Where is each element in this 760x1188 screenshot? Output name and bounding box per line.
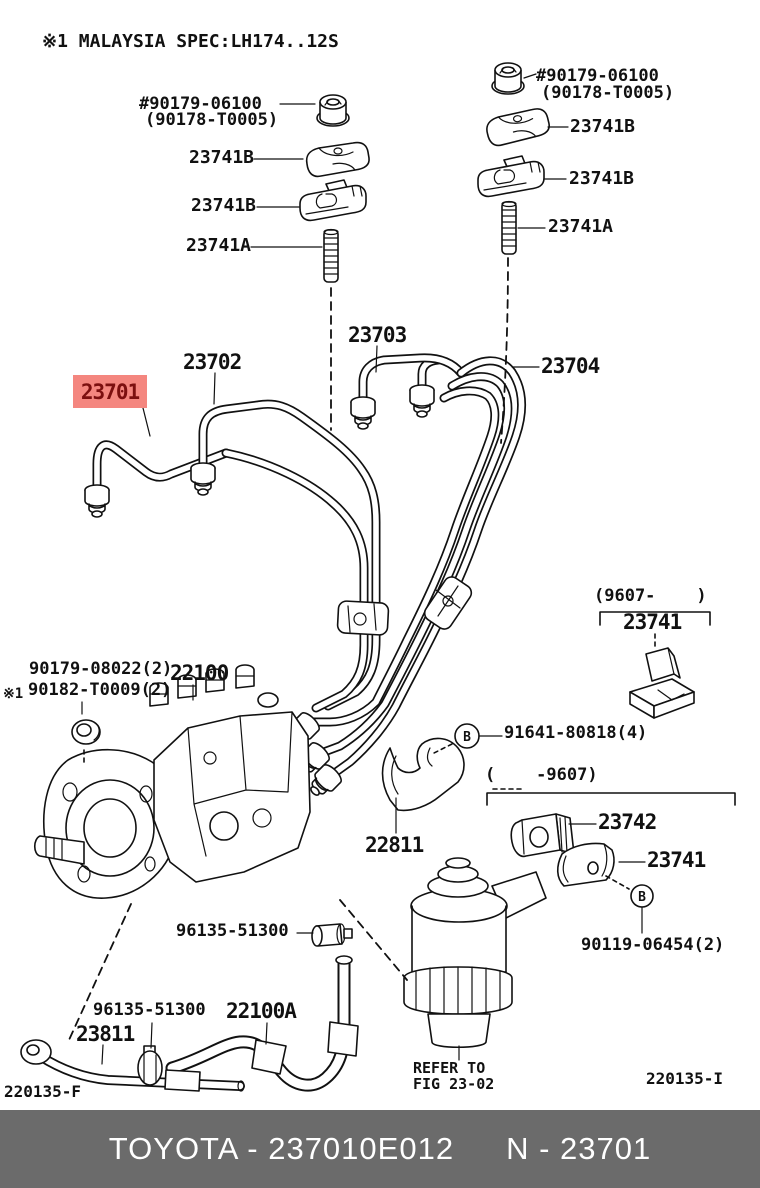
pipe-union-icon	[84, 484, 110, 518]
bolt-callout-b: B	[630, 884, 654, 908]
clamp-icon	[299, 179, 367, 222]
clamp-icon	[305, 141, 370, 178]
label-23704: 23704	[541, 354, 600, 378]
hose-23811-illustration	[20, 1039, 245, 1092]
injection-pipes	[92, 353, 527, 777]
label-asterisk-1: ※1	[3, 686, 24, 702]
label-90119-06454: 90119-06454(2)	[581, 935, 725, 955]
pipe-union-icon	[350, 396, 376, 430]
label-23701-text: 23701	[80, 379, 140, 404]
hose-clamp-icon	[137, 1045, 163, 1086]
nut-icon	[316, 94, 350, 127]
label-96135-51300-lower: 96135-51300	[93, 1000, 206, 1020]
figure-code-left: 220135-F	[4, 1082, 82, 1101]
range-bracket	[486, 611, 736, 806]
label-91641-80818: 91641-80818(4)	[504, 723, 648, 743]
label-23811: 23811	[76, 1022, 135, 1046]
clamp-icon	[484, 107, 552, 147]
label-90182-t0009: 90182-T0009(2)	[28, 680, 172, 700]
clamp-icon	[556, 842, 615, 887]
label-range-to-9607: ( -9607)	[485, 765, 598, 785]
label-23703: 23703	[348, 323, 407, 347]
label-range-from-9607: (9607- )	[594, 586, 707, 606]
label-90179-08022: 90179-08022(2)	[29, 659, 173, 679]
label-23741b: 23741B	[569, 168, 635, 189]
dashed-lines	[68, 257, 656, 1041]
bolt-callout-b: B	[454, 723, 480, 749]
footer-bar: TOYOTA - 237010E012 N - 23701	[0, 1110, 760, 1188]
diagram-line-art: B B	[20, 62, 736, 1092]
label-23741b: 23741B	[189, 147, 255, 168]
hose-22100a-illustration	[165, 955, 359, 1092]
label-refer-to: REFER TO	[413, 1059, 486, 1077]
clamp-icon	[477, 155, 545, 198]
injection-pump-illustration	[33, 664, 311, 899]
stud-icon	[501, 200, 517, 255]
label-fig-23-02: FIG 23-02	[413, 1075, 495, 1093]
label-22100: 22100	[170, 661, 229, 685]
label-23741b: 23741B	[191, 195, 257, 216]
hose-clamp-icon	[311, 923, 353, 947]
svg-text:B: B	[463, 730, 471, 745]
fuel-filter-illustration	[403, 857, 547, 1048]
stay-bracket-illustration	[381, 737, 465, 812]
svg-text:B: B	[638, 890, 646, 905]
label-23742: 23742	[598, 810, 657, 834]
footer-part-number: N - 23701	[506, 1131, 652, 1166]
label-90178-t0005-left: (90178-T0005)	[145, 110, 279, 130]
label-90178-t0005-right: (90178-T0005)	[541, 83, 675, 103]
leader-lines	[81, 73, 646, 1065]
label-22811: 22811	[365, 833, 424, 857]
footer-part-code: TOYOTA - 237010E012	[108, 1131, 455, 1166]
label-23701-highlighted: 23701	[73, 375, 147, 408]
note-malaysia-spec: ※1 MALAYSIA SPEC:LH174..12S	[42, 31, 339, 52]
label-22100a: 22100A	[226, 999, 297, 1023]
label-90179-06100-right: #90179-06100	[536, 66, 659, 86]
label-96135-51300-upper: 96135-51300	[176, 921, 289, 941]
label-90179-06100-left: #90179-06100	[139, 94, 262, 114]
label-23741a: 23741A	[548, 216, 614, 237]
clamp-icon	[629, 647, 695, 719]
label-23741b: 23741B	[570, 116, 636, 137]
clamp-icon	[510, 813, 575, 858]
label-23741-mid: 23741	[623, 610, 682, 634]
label-23741-lower: 23741	[647, 848, 706, 872]
pipe-union-icon	[409, 384, 435, 418]
label-23702: 23702	[183, 350, 242, 374]
stud-icon	[323, 228, 339, 283]
figure-code-right: 220135-I	[646, 1069, 724, 1088]
pipe-clamp-icon	[423, 576, 473, 630]
grommet-icon	[71, 719, 101, 745]
pipe-clamp-icon	[336, 600, 390, 636]
pipe-union-icon	[190, 462, 216, 496]
label-23741a: 23741A	[186, 235, 252, 256]
nut-icon	[491, 62, 525, 95]
